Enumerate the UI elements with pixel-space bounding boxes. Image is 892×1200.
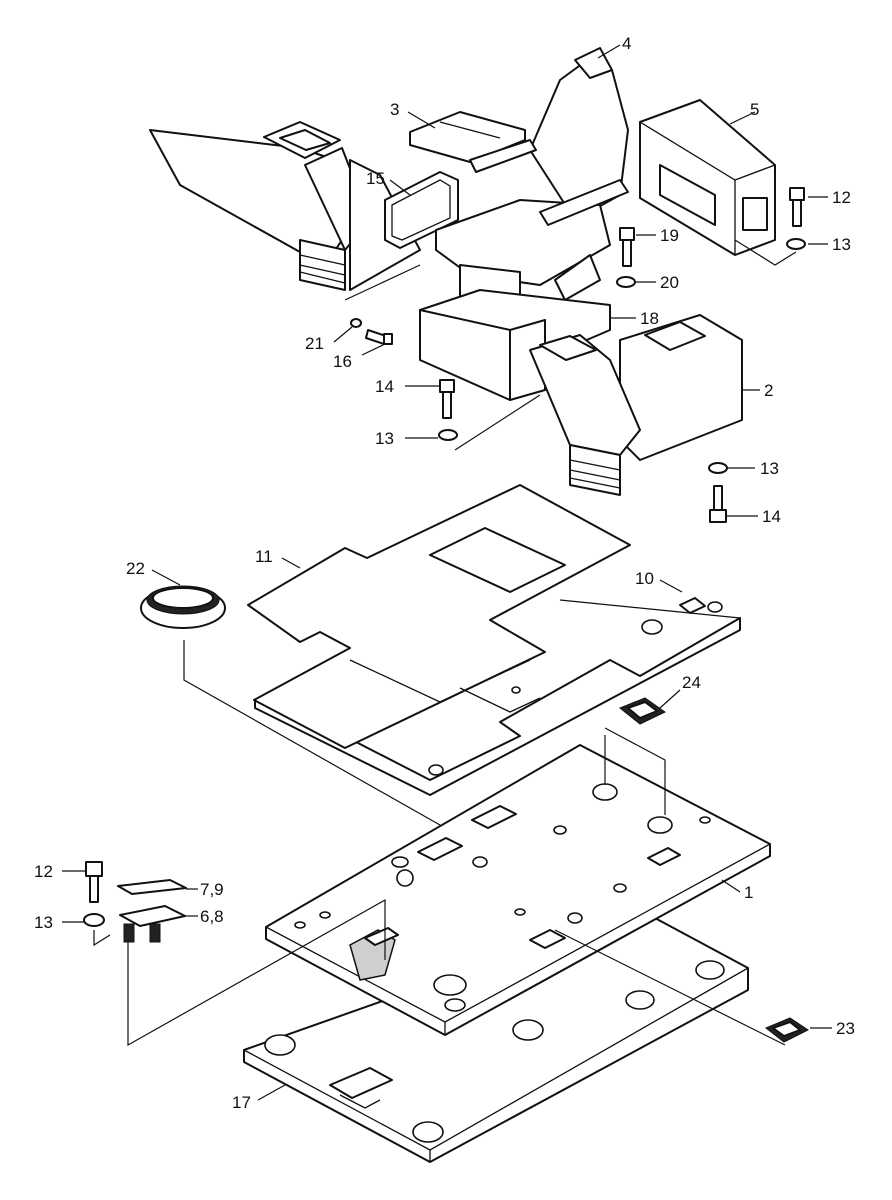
part-1-floor-plate [265,744,771,1036]
callout-7-9: 7,9 [200,880,224,899]
callout-5: 5 [750,100,759,119]
callout-11: 11 [255,547,273,566]
callout-13-bottom: 13 [34,913,53,932]
callout-19: 19 [660,226,679,245]
callout-14-right: 14 [762,507,781,526]
callout-21: 21 [305,334,324,353]
callout-13-mid-right: 13 [760,459,779,478]
callout-13-top-right: 13 [832,235,851,254]
callout-12-top: 12 [832,188,851,207]
callout-10: 10 [635,569,654,588]
callout-2: 2 [764,381,773,400]
part-22-grommet [140,585,226,629]
callout-16: 16 [333,352,352,371]
part-17-bottom-plate [243,909,749,1163]
part-13-washer-upper [786,238,806,250]
part-13-washer-lower [83,913,105,927]
part-4-operator-seat [435,47,629,321]
part-21-washer [350,318,362,328]
callout-23: 23 [836,1019,855,1038]
callout-24: 24 [682,673,701,692]
part-13-washer-mid-left [438,429,458,441]
part-12-bolt-upper [789,187,805,227]
part-23-square-grommet [765,1017,809,1043]
callout-22: 22 [126,559,145,578]
callout-20: 20 [660,273,679,292]
callout-4: 4 [622,34,631,53]
part-16-screw [365,329,393,345]
callout-3: 3 [390,100,399,119]
part-24-square-grommet [619,697,666,725]
part-5-storage-box [639,99,776,256]
callout-12-bottom: 12 [34,862,53,881]
part-6-8-clamp [119,905,186,943]
left-control-console [149,121,421,291]
part-14-bolt-right [709,485,727,523]
callout-15: 15 [366,169,385,188]
callout-1: 1 [744,883,753,902]
part-19-bolt [619,227,635,267]
callout-leaders [62,44,832,1101]
callout-17: 17 [232,1093,251,1112]
part-13-washer-mid-right [708,462,728,474]
callout-14-left: 14 [375,377,394,396]
part-12-bolt-lower [85,861,103,903]
callout-labels: 4 5 3 15 12 13 19 20 18 21 16 2 14 13 13… [34,34,855,1112]
part-3-armrest [409,111,526,163]
part-2-right-console [529,314,743,496]
callout-6-8: 6,8 [200,907,224,926]
part-14-bolt-left [439,379,455,419]
callout-18: 18 [640,309,659,328]
callout-13-mid-left: 13 [375,429,394,448]
part-15-cover-plate [384,171,459,249]
part-20-washer [616,276,636,288]
assembly-lines [93,239,797,1047]
part-7-9-shim [117,879,187,895]
part-11-floor-mat [247,484,631,749]
